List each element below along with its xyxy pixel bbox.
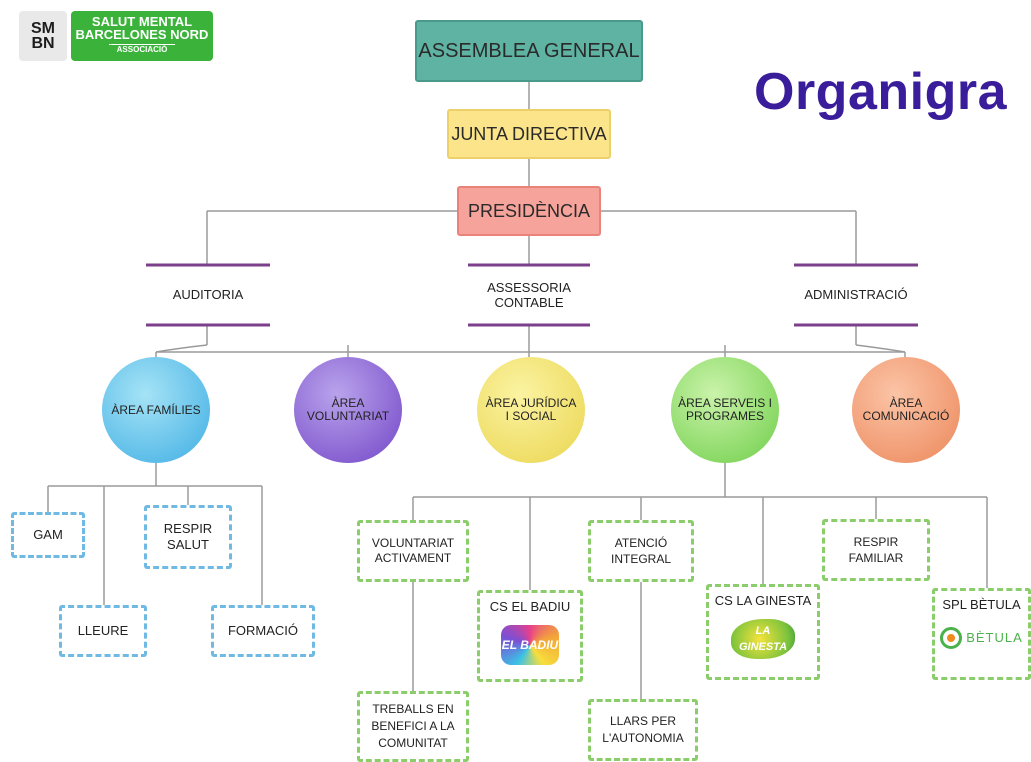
logo-name-line2: BARCELONES NORD [75,27,209,42]
spl-betula-box: SPL BÈTULA BÈTULA [932,588,1031,680]
treballs-line3: COMUNITAT [378,736,448,750]
presidencia-label: PRESIDÈNCIA [467,200,591,221]
area-voluntariat-line1: ÀREA [331,396,365,410]
respir-salut-line2: SALUT [167,537,209,552]
respir-familiar-line1: RESPIR [853,535,899,549]
badiu-logo: EL BADIU [501,625,559,665]
treballs-line2: BENEFICI A LA [371,719,455,733]
gam-box: GAM [11,512,85,558]
llars-autonomia-box: LLARS PER L'AUTONOMIA [588,699,698,761]
treballs-comunitat-box: TREBALLS EN BENEFICI A LA COMUNITAT [357,691,469,762]
area-serveis-line2: PROGRAMES [685,409,764,423]
administracio-label: ADMINISTRACIÓ [804,287,908,302]
auditoria-label: AUDITORIA [172,287,244,302]
atencio-integral-line2: INTEGRAL [610,552,671,566]
voluntariat-activament-line1: VOLUNTARIAT [371,536,455,550]
smbn-logo: SM BN SALUT MENTAL BARCELONES NORD ASSOC… [19,11,213,61]
logo-name: SALUT MENTAL BARCELONES NORD ASSOCIACIÓ [71,11,213,61]
betula-logo: BÈTULA [940,627,1023,649]
junta-directiva-box: JUNTA DIRECTIVA [447,109,611,159]
cs-badiu-box: CS EL BADIU EL BADIU [477,590,583,682]
respir-familiar-line2: FAMILIAR [848,551,904,565]
assemblea-general-label: ASSEMBLEA GENERAL [418,39,640,62]
area-juridica-circle: ÀREA JURÍDICA I SOCIAL [477,357,585,463]
llars-line1: LLARS PER [609,714,677,728]
area-juridica-line2: I SOCIAL [505,409,557,423]
voluntariat-activament-line2: ACTIVAMENT [374,551,452,565]
lleure-box: LLEURE [59,605,147,657]
lleure-label: LLEURE [77,623,129,638]
page-title: Organigra [754,63,1007,121]
logo-initials: SM BN [19,11,67,61]
assessoria-contable-label: ASSESSORIA CONTABLE [468,280,590,310]
assemblea-general-box: ASSEMBLEA GENERAL [415,20,643,82]
cs-ginesta-label: CS LA GINESTA [714,593,812,608]
spl-betula-label: SPL BÈTULA [942,597,1021,612]
cs-badiu-label: CS EL BADIU [489,599,571,614]
area-voluntariat-line2: VOLUNTARIAT [306,409,390,423]
formacio-label: FORMACIÓ [227,623,299,638]
area-comunicacio-circle: ÀREA COMUNICACIÓ [852,357,960,463]
logo-initials-line2: BN [31,35,55,52]
area-voluntariat-circle: ÀREA VOLUNTARIAT [294,357,402,463]
atencio-integral-line1: ATENCIÓ [614,536,668,550]
area-families-circle: ÀREA FAMÍLIES [102,357,210,463]
area-juridica-line1: ÀREA JURÍDICA [485,396,577,410]
area-serveis-line1: ÀREA SERVEIS I [678,396,772,410]
betula-logo-text: BÈTULA [966,630,1023,645]
logo-initials-line1: SM [31,20,55,37]
area-families-label: ÀREA FAMÍLIES [111,402,201,417]
respir-familiar-box: RESPIR FAMILIAR [822,519,930,581]
treballs-line1: TREBALLS EN [372,702,454,716]
logo-name-line1: SALUT MENTAL [91,14,193,29]
atencio-integral-box: ATENCIÓ INTEGRAL [588,520,694,582]
area-comunicacio-line2: COMUNICACIÓ [862,409,950,423]
logo-name-line3: ASSOCIACIÓ [108,44,176,54]
llars-line2: L'AUTONOMIA [602,731,684,745]
presidencia-box: PRESIDÈNCIA [457,186,601,236]
cs-ginesta-box: CS LA GINESTA LA GINESTA [706,584,820,680]
ginesta-logo-text: LA GINESTA [738,625,788,653]
gam-label: GAM [33,527,63,542]
ginesta-logo: LA GINESTA [731,619,795,659]
assessoria-line1: ASSESSORIA [487,280,571,295]
formacio-box: FORMACIÓ [211,605,315,657]
area-comunicacio-line1: ÀREA [889,396,923,410]
voluntariat-activament-box: VOLUNTARIAT ACTIVAMENT [357,520,469,582]
badiu-logo-text: EL BADIU [501,638,559,652]
junta-directiva-label: JUNTA DIRECTIVA [451,123,607,144]
respir-salut-line1: RESPIR [163,521,213,536]
respir-salut-box: RESPIR SALUT [144,505,232,569]
assessoria-line2: CONTABLE [494,295,564,310]
betula-leaf-icon [940,627,963,649]
area-serveis-circle: ÀREA SERVEIS I PROGRAMES [671,357,779,463]
